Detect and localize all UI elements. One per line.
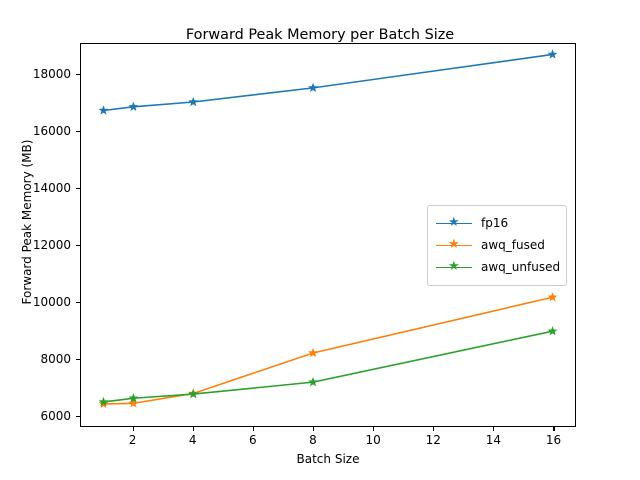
y-axis-tick-mark bbox=[76, 358, 80, 360]
x-axis-tick-label: 6 bbox=[249, 433, 257, 447]
y-axis-tick-label: 12000 bbox=[32, 237, 71, 252]
x-axis-tick-mark bbox=[252, 427, 254, 431]
x-axis-tick-label: 8 bbox=[309, 433, 317, 447]
x-axis-tick-label: 16 bbox=[545, 433, 562, 447]
x-axis-tick-label: 12 bbox=[425, 433, 441, 447]
series-awq_unfused bbox=[98, 326, 558, 407]
data-point-marker bbox=[188, 96, 199, 107]
legend-swatch-icon: ★ bbox=[436, 216, 472, 230]
legend-swatch-icon: ★ bbox=[436, 260, 472, 274]
series-lines bbox=[98, 49, 558, 409]
legend-item-awq_fused[interactable]: ★ awq_fused bbox=[436, 234, 558, 256]
x-axis-tick-label: 10 bbox=[365, 433, 381, 447]
data-point-marker bbox=[188, 388, 199, 399]
data-point-marker bbox=[98, 105, 109, 115]
series-line bbox=[103, 53, 553, 112]
y-axis-tick-label: 10000 bbox=[32, 294, 71, 309]
data-point-marker bbox=[128, 101, 139, 111]
data-point-marker bbox=[547, 292, 558, 302]
y-axis-tick-mark bbox=[76, 74, 80, 76]
y-axis-tick-label: 8000 bbox=[40, 351, 71, 366]
data-point-marker bbox=[308, 376, 318, 387]
data-point-marker bbox=[547, 326, 558, 336]
x-axis-tick-mark bbox=[192, 427, 194, 431]
y-axis-label: Forward Peak Memory (MB) bbox=[20, 139, 34, 305]
series-fp16 bbox=[98, 49, 558, 115]
data-point-marker bbox=[547, 49, 558, 59]
series-line bbox=[103, 330, 553, 403]
y-axis-tick-label: 14000 bbox=[32, 181, 71, 196]
y-axis-tick-mark bbox=[76, 188, 80, 190]
y-axis-tick-mark bbox=[76, 244, 80, 247]
x-axis-tick-mark bbox=[132, 427, 134, 431]
plot-area bbox=[80, 43, 576, 427]
legend-item-fp16[interactable]: ★ fp16 bbox=[436, 212, 558, 234]
x-axis-label: Batch Size bbox=[296, 452, 360, 466]
series-line bbox=[103, 296, 553, 405]
data-point-marker bbox=[128, 398, 139, 408]
y-axis-tick-mark bbox=[76, 415, 80, 417]
legend-swatch-icon: ★ bbox=[436, 238, 472, 252]
series-awq_fused bbox=[98, 292, 558, 409]
y-axis-tick-labels: 6000 8000 10000 12000 14000 16000 18000 bbox=[0, 0, 71, 480]
x-axis-tick-mark bbox=[433, 427, 435, 431]
data-point-marker bbox=[308, 82, 318, 93]
x-axis-tick-mark bbox=[373, 427, 375, 431]
x-axis-tick-mark bbox=[553, 427, 555, 431]
legend-label: awq_fused bbox=[481, 238, 545, 252]
y-axis-tick-label: 6000 bbox=[40, 408, 71, 423]
y-axis-tick-label: 18000 bbox=[32, 67, 71, 82]
x-axis-tick-label: 2 bbox=[128, 433, 137, 447]
data-point-marker bbox=[308, 347, 318, 358]
y-axis-tick-mark bbox=[76, 301, 80, 303]
x-axis-tick-label: 4 bbox=[188, 433, 197, 447]
y-axis-tick-label: 16000 bbox=[32, 124, 71, 139]
x-axis-tick-mark bbox=[312, 427, 315, 431]
x-axis-tick-mark bbox=[493, 427, 495, 431]
x-axis-tick-label: 14 bbox=[485, 433, 501, 447]
legend-item-awq_unfused[interactable]: ★ awq_unfused bbox=[436, 256, 561, 278]
legend-label: awq_unfused bbox=[481, 260, 561, 274]
data-point-marker bbox=[128, 393, 139, 403]
chart-title: Forward Peak Memory per Batch Size bbox=[185, 27, 455, 43]
data-point-marker bbox=[98, 396, 109, 407]
y-axis-tick-mark bbox=[76, 131, 80, 133]
legend-label: fp16 bbox=[481, 216, 509, 230]
chart-legend: ★ fp16 ★ awq_fused ★ awq_unfused bbox=[427, 205, 567, 286]
